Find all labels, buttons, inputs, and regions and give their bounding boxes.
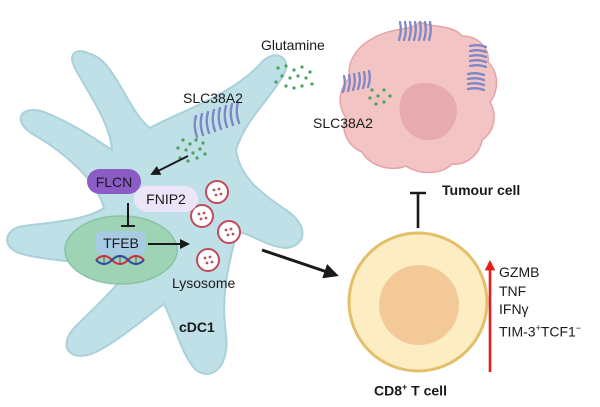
inhibit-tcell-tumour bbox=[410, 191, 426, 228]
lysosome-label: Lysosome bbox=[172, 275, 236, 291]
cdc1-cell-body bbox=[6, 50, 304, 375]
slc38a2-tumour-label: SLC38A2 bbox=[313, 115, 373, 131]
effector-marker-list: GZMB TNF IFNγ TIM-3+TCF1− bbox=[499, 263, 581, 341]
marker-tim3-tcf1: TIM-3+TCF1− bbox=[499, 319, 581, 341]
marker-tcf1: TCF1 bbox=[540, 323, 576, 340]
marker-tnf: TNF bbox=[499, 282, 527, 299]
cdc1-label: cDC1 bbox=[179, 319, 215, 335]
tfeb-pill: TFEB bbox=[96, 231, 146, 255]
cd8-t-cell-label: CD8+ T cell bbox=[374, 383, 447, 398]
slc38a2-dc-label: SLC38A2 bbox=[183, 90, 243, 106]
tumour-cell-label: Tumour cell bbox=[442, 182, 521, 198]
cd8-suffix: T cell bbox=[407, 382, 447, 399]
fnip2-pill: FNIP2 bbox=[134, 186, 198, 212]
dna-icon bbox=[95, 254, 145, 266]
tumour-nucleus bbox=[399, 82, 457, 141]
cd8-prefix: CD8 bbox=[374, 382, 403, 399]
marker-tim3: TIM-3 bbox=[499, 323, 536, 340]
lysosome-icons bbox=[190, 180, 241, 272]
marker-gzmb: GZMB bbox=[499, 264, 540, 280]
cd8-superscript: + bbox=[402, 382, 408, 392]
arrow-cdc1-to-tcell bbox=[261, 248, 339, 279]
flcn-label: FLCN bbox=[95, 173, 133, 190]
inhibit-flcn-tfeb bbox=[121, 203, 135, 227]
slc38a2-transporter-tumour-icon bbox=[341, 20, 488, 94]
fnip2-label: FNIP2 bbox=[146, 191, 186, 207]
tfeb-label: TFEB bbox=[103, 235, 139, 251]
arrow-slc38a2-to-flcn bbox=[150, 155, 189, 175]
marker-ifng: IFNγ bbox=[499, 301, 529, 317]
marker-tcf1-sup: − bbox=[575, 322, 582, 333]
cd8-t-cell-nucleus bbox=[379, 265, 459, 345]
marker-tim3-sup: + bbox=[535, 322, 541, 333]
flcn-pill: FLCN bbox=[87, 169, 141, 194]
slc38a2-transporter-dc-icon bbox=[193, 100, 241, 139]
glutamine-dots bbox=[274, 64, 392, 106]
glutamine-label: Glutamine bbox=[261, 37, 325, 53]
glutamine-dots-dc bbox=[176, 138, 207, 163]
